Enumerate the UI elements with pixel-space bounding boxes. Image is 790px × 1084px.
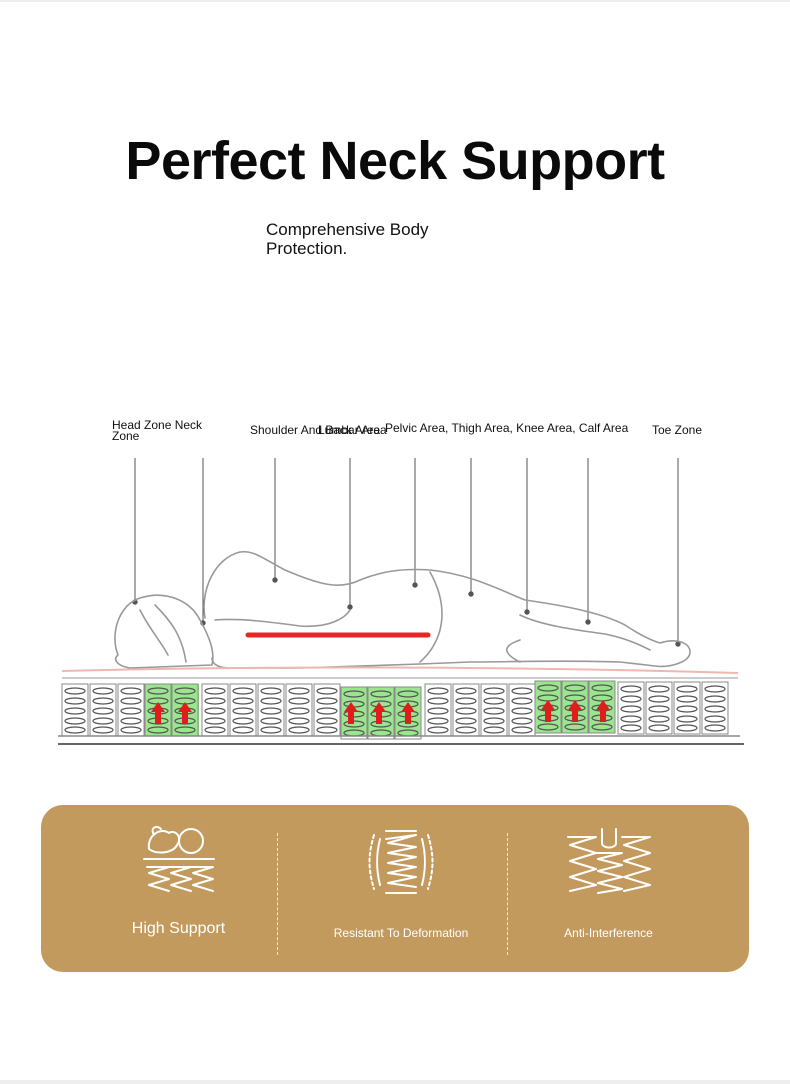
mattress-body-diagram bbox=[58, 458, 744, 745]
feature-panel: High Support Resistant To Deformation bbox=[41, 805, 749, 972]
sleeping-person-outline bbox=[114, 550, 691, 669]
bottom-rule bbox=[0, 1080, 790, 1084]
zone-label-toe: Toe Zone bbox=[652, 423, 703, 437]
zone-label-lower-body: Pelvic Area, Thigh Area, Knee Area, Calf… bbox=[385, 421, 629, 435]
zone-label-head-neck: Head Zone Neck Zone bbox=[112, 418, 203, 443]
feature-high-support: High Support bbox=[101, 805, 256, 972]
zone-label-lumbar: Lumbar Area bbox=[318, 423, 387, 437]
feature-anti-interference: Anti-Interference bbox=[531, 805, 686, 972]
comfort-layer bbox=[61, 666, 739, 674]
top-rule bbox=[0, 0, 790, 2]
feature-resistant-deformation: Resistant To Deformation bbox=[321, 805, 481, 972]
compressed-spring-icon bbox=[368, 830, 434, 894]
feature-divider bbox=[277, 833, 278, 955]
independent-springs-icon bbox=[566, 828, 651, 894]
feature-label: Anti-Interference bbox=[564, 926, 653, 940]
baby-on-springs-icon bbox=[142, 825, 215, 892]
feature-divider bbox=[507, 833, 508, 955]
zone-label-shoulder-back: Shoulder And Back Area bbox=[250, 423, 381, 437]
page-title: Perfect Neck Support bbox=[125, 131, 665, 191]
zone-leader-lines bbox=[132, 458, 681, 647]
feature-label: Resistant To Deformation bbox=[333, 926, 469, 940]
page-subtitle: Comprehensive Body Protection. bbox=[266, 220, 429, 258]
feature-label: High Support bbox=[131, 920, 226, 937]
